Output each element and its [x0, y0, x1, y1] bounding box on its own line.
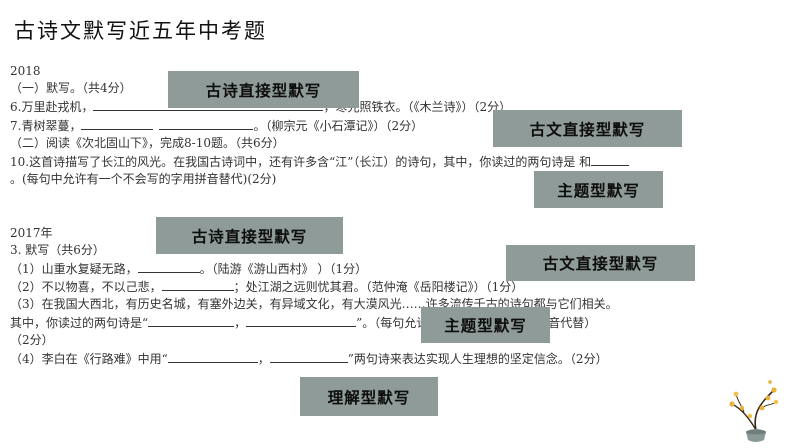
- question-2017-3-start: 其中，你读过的两句诗是“: [10, 316, 149, 330]
- tag-theme-2018: 主题型默写: [534, 171, 663, 208]
- question-2018-7: 7.青树翠蔓， 。（柳宗元《小石潭记》）（2分）: [10, 118, 423, 134]
- answer-blank[interactable]: [93, 99, 324, 111]
- tag-poem-direct-2018: 古诗直接型默写: [168, 71, 359, 108]
- question-2018-10: 10.这首诗描写了长江的风光。在我国古诗词中，还有许多含“江”（长江）的诗句，其…: [10, 154, 630, 170]
- question-2017-4-end: ”两句诗来表达实现人生理想的坚定信念。（2分）: [347, 352, 608, 366]
- answer-blank[interactable]: [167, 351, 258, 363]
- question-2017-3-comma: ，: [234, 316, 247, 330]
- plum-blossom-vase-icon: [722, 372, 782, 448]
- question-2017-1-end: 。（陆游《游山西村》 ）（1分）: [199, 262, 368, 276]
- answer-blank[interactable]: [246, 315, 357, 327]
- tag-prose-direct-2017: 古文直接型默写: [506, 245, 695, 281]
- answer-blank[interactable]: [137, 261, 200, 273]
- question-2017-1: （1）山重水复疑无路， 。（陆游《游山西村》 ）（1分）: [10, 261, 367, 277]
- tag-comprehension: 理解型默写: [300, 377, 438, 416]
- question-2018-7-end: 。（柳宗元《小石潭记》）（2分）: [253, 119, 424, 133]
- question-2017-2-start: （2）不以物喜，不以己悲，: [10, 280, 162, 294]
- question-2018-10-text: 10.这首诗描写了长江的风光。在我国古诗词中，还有许多含“江”（长江）的诗句，其…: [10, 155, 592, 169]
- tag-poem-direct-2017: 古诗直接型默写: [156, 217, 343, 254]
- tag-prose-direct-2018: 古文直接型默写: [493, 110, 682, 147]
- question-2017-4-comma: ，: [257, 352, 270, 366]
- answer-blank[interactable]: [591, 154, 630, 166]
- question-2017-2-end: ；处江湖之远则忧其君。（范仲淹《岳阳楼记》）（1分）: [233, 280, 524, 294]
- question-2018-7-start: 7.青树翠蔓，: [10, 119, 82, 133]
- answer-blank[interactable]: [269, 351, 348, 363]
- question-2018-6-end: ，寒光照铁衣。（《木兰诗》）（2分）: [323, 100, 512, 114]
- question-2017-2: （2）不以物喜，不以己悲， ；处江湖之远则忧其君。（范仲淹《岳阳楼记》）（1分）: [10, 279, 523, 295]
- page-title: 古诗文默写近五年中考题: [14, 19, 267, 43]
- question-2017-4: （4）李白在《行路难》中用“ ， ”两句诗来表达实现人生理想的坚定信念。（2分）: [10, 351, 608, 367]
- year-2017: 2017年: [10, 226, 53, 240]
- question-2017-1-start: （1）山重水复疑无路，: [10, 262, 138, 276]
- question-2017-3-points: （2分）: [10, 333, 54, 347]
- section-2017-3: 3. 默写（共6分）: [10, 243, 105, 257]
- answer-blank[interactable]: [161, 279, 234, 291]
- question-2018-6-start: 6.万里赴戎机，: [10, 100, 94, 114]
- answer-blank[interactable]: [81, 118, 154, 130]
- tag-theme-2017: 主题型默写: [421, 307, 550, 343]
- section-2018-2: （二）阅读《次北固山下》，完成8-10题。（共6分）: [10, 136, 285, 150]
- question-2017-4-start: （4）李白在《行路难》中用“: [10, 352, 168, 366]
- question-2018-6: 6.万里赴戎机， ，寒光照铁衣。（《木兰诗》）（2分）: [10, 99, 511, 115]
- question-2018-10-cont: 。(每句中允许有一个不会写的字用拼音替代)(2分): [10, 172, 277, 186]
- year-2018: 2018: [10, 64, 41, 78]
- section-2018-1: （一）默写。（共4分）: [10, 81, 132, 95]
- answer-blank[interactable]: [159, 118, 254, 130]
- answer-blank[interactable]: [148, 315, 235, 327]
